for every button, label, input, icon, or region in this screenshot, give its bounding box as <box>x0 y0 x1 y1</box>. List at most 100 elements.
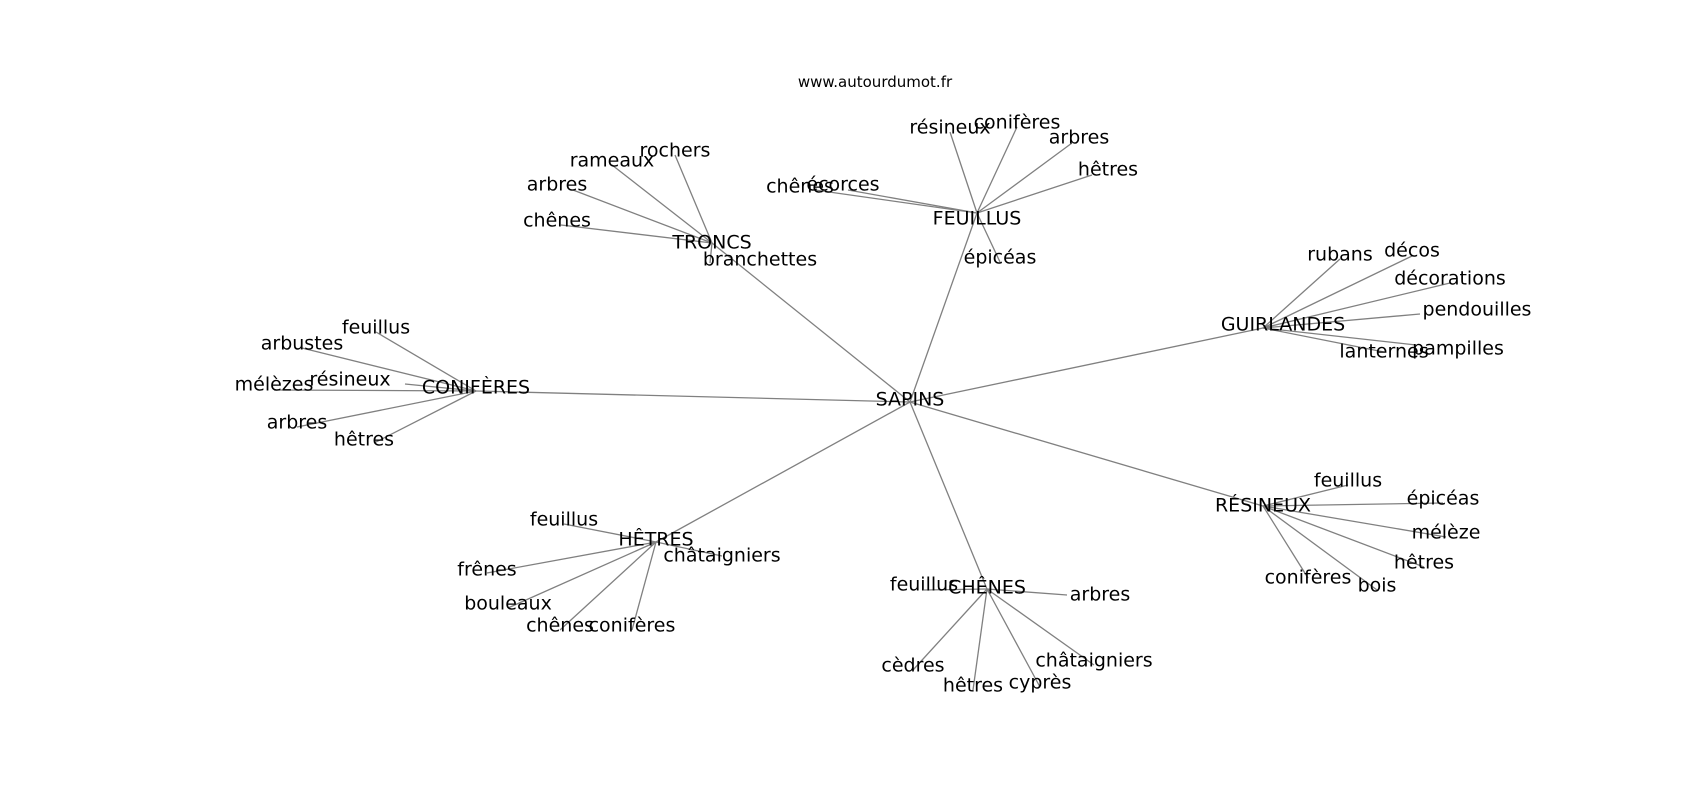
leaf-node: feuillus <box>1314 470 1382 492</box>
leaf-edge <box>912 588 988 671</box>
leaf-node: rochers <box>640 140 711 162</box>
leaf-edge <box>1262 505 1378 591</box>
group-node: RÉSINEUX <box>1215 494 1311 517</box>
leaf-node: pendouilles <box>1423 299 1532 321</box>
source-label: www.autourdumot.fr <box>798 73 953 91</box>
leaf-node: conifères <box>974 112 1061 134</box>
group-node: GUIRLANDES <box>1221 314 1345 336</box>
leaf-edge <box>1262 505 1447 538</box>
leaf-node: cyprès <box>1009 672 1072 694</box>
leaf-node: conifères <box>1265 567 1352 589</box>
leaf-node: lanternes <box>1339 341 1428 363</box>
leaf-edge <box>1262 327 1417 346</box>
leaf-edge <box>709 242 713 264</box>
leaf-edge <box>1262 484 1349 507</box>
group-node: HÊTRES <box>618 528 693 551</box>
leaf-node: résineux <box>309 369 390 391</box>
leaf-edge <box>631 541 657 631</box>
leaf-node: résineux <box>909 117 990 139</box>
leaf-node: chênes <box>766 176 834 198</box>
leaf-edge <box>986 588 1068 596</box>
leaf-node: arbres <box>527 174 588 196</box>
leaf-node: arbres <box>1049 127 1110 149</box>
leaf-node: hêtres <box>1078 159 1138 181</box>
leaf-node: hêtres <box>1394 552 1454 574</box>
leaf-node: pampilles <box>1412 338 1504 360</box>
leaf-node: épicéas <box>964 247 1037 269</box>
leaf-node: arbres <box>267 412 328 434</box>
labels-layer: SAPINSTRONCSrochersrameauxarbreschênesbr… <box>235 112 1532 697</box>
leaf-edge <box>923 588 988 591</box>
leaf-node: arbustes <box>261 333 344 355</box>
leaf-node: châtaigniers <box>1035 650 1152 672</box>
leaf-edge <box>976 212 1001 263</box>
leaf-node: décos <box>1384 240 1440 262</box>
leaf-edge <box>1262 255 1413 329</box>
center-edge <box>909 401 988 590</box>
leaf-edge <box>976 174 1093 214</box>
leaf-node: chênes <box>523 210 591 232</box>
leaf-edge <box>1262 502 1444 507</box>
leaf-edge <box>1262 282 1451 329</box>
leaf-node: hêtres <box>943 675 1003 697</box>
leaf-edge <box>949 131 978 214</box>
leaf-edge <box>296 390 477 428</box>
leaf-node: frênes <box>457 559 516 581</box>
leaf-node: bois <box>1358 575 1397 597</box>
group-node: CHÊNES <box>948 576 1026 599</box>
leaf-edge <box>1262 258 1341 329</box>
edges-layer <box>273 126 1451 691</box>
leaf-edge <box>611 164 713 244</box>
leaf-node: feuillus <box>530 509 598 531</box>
leaf-edge <box>273 389 477 392</box>
leaf-node: feuillus <box>890 574 958 596</box>
leaf-edge <box>301 347 477 392</box>
leaf-node: bouleaux <box>464 593 552 615</box>
center-edge <box>655 401 911 543</box>
leaf-node: conifères <box>589 615 676 637</box>
leaf-edge <box>507 541 657 609</box>
leaf-edge <box>976 126 1018 214</box>
leaf-edge <box>1262 505 1309 579</box>
leaf-node: hêtres <box>334 429 394 451</box>
leaf-edge <box>572 189 713 244</box>
leaf-edge <box>559 541 657 631</box>
leaf-node: feuillus <box>342 317 410 339</box>
leaf-edge <box>972 588 988 691</box>
leaf-node: rameaux <box>570 150 655 172</box>
center-edge <box>909 327 1264 403</box>
leaf-node: cèdres <box>881 655 944 677</box>
leaf-edge <box>986 588 1095 666</box>
center-node: SAPINS <box>876 389 945 411</box>
leaf-edge <box>1262 313 1421 329</box>
leaf-node: écorces <box>806 174 879 196</box>
leaf-node: mélèze <box>1412 522 1481 544</box>
group-node: CONIFÈRES <box>422 376 530 399</box>
leaf-edge <box>486 541 657 574</box>
leaf-node: décorations <box>1394 268 1506 290</box>
leaf-edge <box>373 390 477 444</box>
leaf-edge <box>1262 505 1425 568</box>
leaf-edge <box>986 588 1041 688</box>
group-node: TRONCS <box>671 232 751 254</box>
leaf-edge <box>655 541 723 557</box>
leaf-node: arbres <box>1070 584 1131 606</box>
leaf-edge <box>674 154 713 244</box>
leaf-edge <box>375 331 477 392</box>
group-node: FEUILLUS <box>933 208 1022 230</box>
leaf-edge <box>814 189 978 214</box>
leaf-edge <box>1262 327 1385 353</box>
leaf-edge <box>563 523 657 543</box>
leaf-node: rubans <box>1307 244 1373 266</box>
leaf-edge <box>560 224 713 244</box>
leaf-edge <box>847 189 978 214</box>
leaf-edge <box>404 383 477 392</box>
leaf-node: épicéas <box>1407 488 1480 510</box>
leaf-node: châtaigniers <box>663 545 780 567</box>
center-edge <box>909 401 1264 507</box>
leaf-edge <box>976 142 1073 214</box>
center-edge <box>909 212 978 403</box>
center-edge <box>711 242 911 403</box>
leaf-node: mélèzes <box>235 374 314 396</box>
